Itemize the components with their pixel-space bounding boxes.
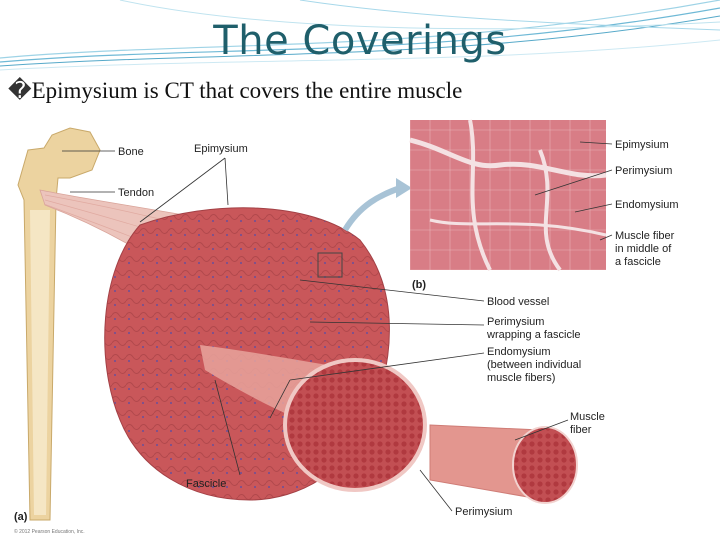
- label-muscle-fiber-2: fiber: [570, 424, 592, 436]
- label-epimysium-a: Epimysium: [194, 143, 248, 155]
- label-endomysium-2: (between individual: [487, 359, 581, 371]
- panel-b-tag: (b): [412, 279, 426, 291]
- label-endomysium-3: muscle fibers): [487, 372, 555, 384]
- label-muscle-fiber-b-2: in middle of: [615, 243, 672, 255]
- label-perimysium-bottom: Perimysium: [455, 506, 512, 518]
- label-muscle-fiber-b-1: Muscle fiber: [615, 230, 675, 242]
- label-endomysium-b: Endomysium: [615, 199, 679, 211]
- zoom-arrow-icon: [345, 188, 400, 230]
- label-muscle-fiber-1: Muscle: [570, 411, 605, 423]
- label-fascicle: Fascicle: [186, 478, 226, 490]
- histology-micrograph: [410, 120, 606, 270]
- copyright-notice: © 2012 Pearson Education, Inc.: [14, 528, 85, 535]
- bone-shape: [18, 128, 100, 520]
- label-muscle-fiber-b-3: a fascicle: [615, 256, 661, 268]
- label-tendon: Tendon: [118, 187, 154, 199]
- label-blood-vessel: Blood vessel: [487, 296, 549, 308]
- fascicle-cross-section: [285, 360, 425, 490]
- label-endomysium-1: Endomysium: [487, 346, 551, 358]
- label-epimysium-b: Epimysium: [615, 139, 669, 151]
- label-bone: Bone: [118, 146, 144, 158]
- label-perimysium-b: Perimysium: [615, 165, 672, 177]
- panel-a-tag: (a): [14, 511, 28, 523]
- label-perimysium-wrap-1: Perimysium: [487, 316, 544, 328]
- muscle-fiber-end: [513, 427, 577, 503]
- label-perimysium-wrap-2: wrapping a fascicle: [486, 329, 581, 341]
